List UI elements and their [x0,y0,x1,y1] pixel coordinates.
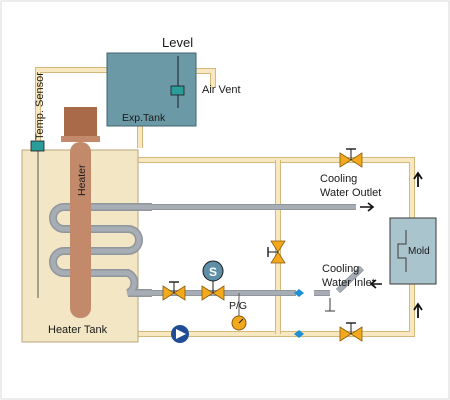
mold-parting-line [397,230,407,272]
inlet-valve-1[interactable] [162,281,186,301]
mold: Mold [389,217,437,285]
valves [162,148,363,342]
heater-rod [70,142,91,318]
mold-label: Mold [408,246,430,257]
heater-flange [61,136,100,142]
gauge-needle [238,318,244,324]
flow-arrows [360,171,423,318]
outlet-valve[interactable] [339,148,363,168]
coil-inner [50,204,152,296]
pipe-inner [138,284,414,336]
pipe-inner [138,158,414,218]
outlet-arrow-icon [360,202,375,212]
return-valve[interactable] [339,322,363,342]
heater-element: Heater [61,107,100,318]
air-vent-label: Air Vent [202,84,241,96]
up-arrow-icon [413,171,423,187]
temp-sensor-label: Temp. Sensor [34,72,46,140]
heater-cap [64,107,97,137]
check-valve-upper-icon [294,289,304,297]
pipe-inner [196,69,215,88]
pipe-inner [36,68,107,148]
pump-arrow-icon [176,329,186,339]
grey-pipe-inner [336,266,364,293]
pump [171,325,189,343]
cooling-inlet-label-2: Water Inlet [322,277,375,289]
expansion-tank: Level Air Vent Exp.Tank [106,35,241,127]
inlet-sensor-stem [325,298,335,312]
pressure-gauge-label: P/G [229,300,247,312]
up-arrow-lower-icon [413,302,423,318]
exp-tank-label: Exp.Tank [122,112,166,124]
temp-sensor-icon [30,140,45,152]
solenoid-icon [202,260,224,282]
solenoid-valve[interactable] [201,281,225,301]
level-float [170,85,185,96]
level-label: Level [162,35,193,50]
pressure-gauge: P/G [229,293,247,331]
heater-tank-label: Heater Tank [48,324,108,336]
solenoid-label: S [209,265,217,279]
heater-label: Heater [76,164,88,196]
check-valve-lower-icon [294,330,304,338]
cooling-outlet-label-2: Water Outlet [320,187,381,199]
cooling-outlet-label-1: Cooling [320,173,357,185]
cooling-inlet-label-1: Cooling [322,263,359,275]
solenoid: S [202,260,224,282]
inlet-arrow-icon [369,279,382,289]
bypass-valve[interactable] [267,240,286,264]
